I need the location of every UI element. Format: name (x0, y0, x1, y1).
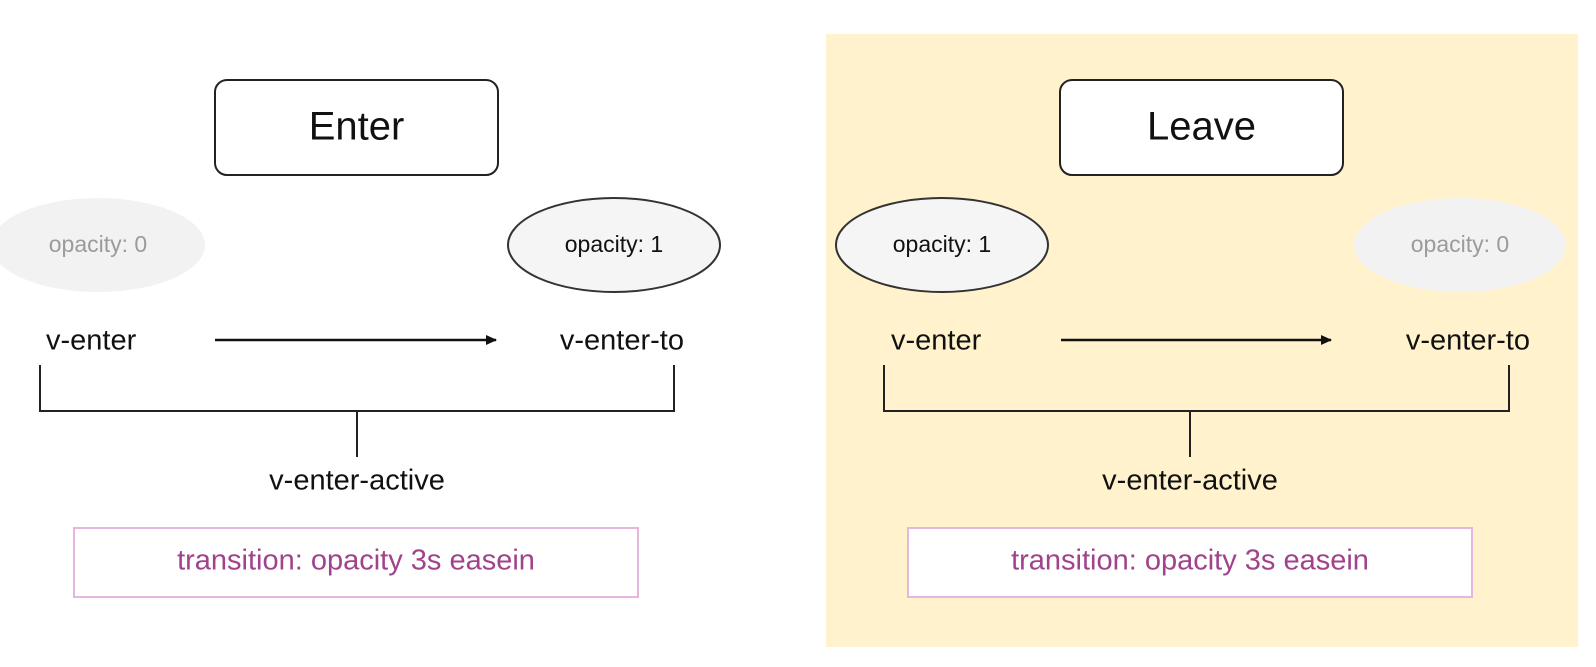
leave-title: Leave (1147, 105, 1256, 149)
leave-active-class-label: v-enter-active (1102, 465, 1278, 497)
enter-transition-text: transition: opacity 3s easein (177, 545, 535, 577)
leave-from-class-label: v-enter (891, 325, 982, 357)
enter-end-state-label: opacity: 1 (565, 231, 663, 257)
enter-panel: Enter opacity: 0 opacity: 1 v-enter v-en… (0, 79, 721, 598)
enter-title: Enter (309, 105, 405, 149)
enter-title-box (214, 79, 499, 176)
enter-from-class-label: v-enter (46, 325, 137, 357)
enter-end-state-ellipse (507, 197, 721, 293)
enter-to-class-label: v-enter-to (560, 325, 684, 357)
leave-panel: Leave opacity: 1 opacity: 0 v-enter v-en… (835, 79, 1566, 598)
leave-transition-box (907, 527, 1473, 598)
leave-to-class-label: v-enter-to (1406, 325, 1530, 357)
leave-end-state-ellipse (1354, 198, 1566, 292)
leave-active-bracket (883, 365, 1510, 412)
leave-start-state-label: opacity: 1 (893, 231, 991, 257)
enter-transition-box (73, 527, 639, 598)
enter-start-state-ellipse (0, 198, 205, 292)
enter-active-bracket (39, 365, 675, 412)
leave-end-state-label: opacity: 0 (1411, 231, 1509, 257)
leave-start-state-ellipse (835, 197, 1049, 293)
enter-active-class-label: v-enter-active (269, 465, 445, 497)
leave-transition-text: transition: opacity 3s easein (1011, 545, 1369, 577)
enter-start-state-label: opacity: 0 (49, 231, 147, 257)
leave-title-box (1059, 79, 1344, 176)
